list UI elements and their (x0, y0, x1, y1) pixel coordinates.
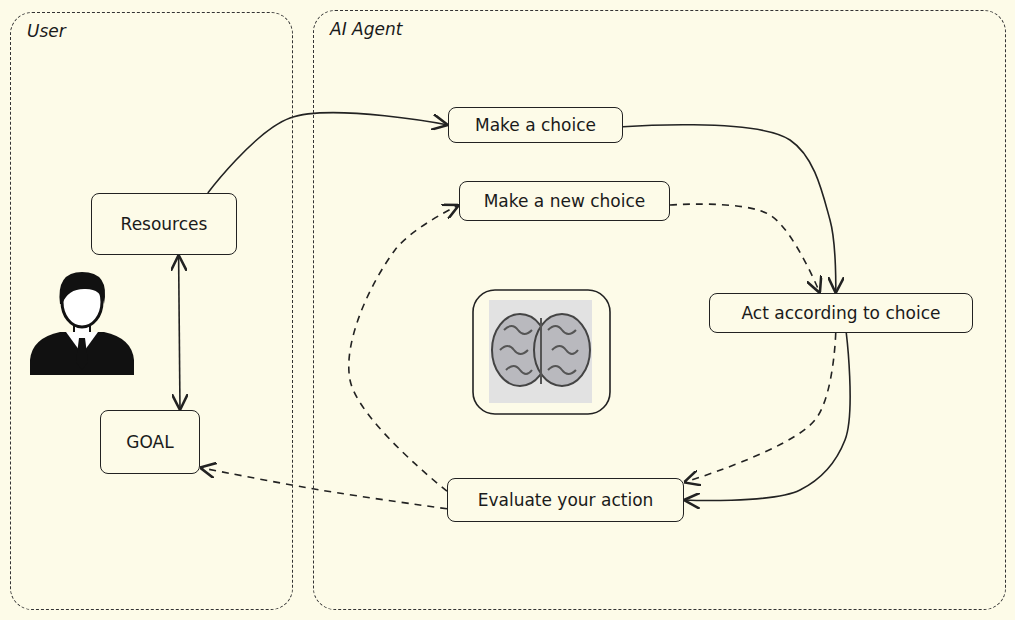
flow-arrow (349, 205, 459, 491)
box-label: GOAL (126, 432, 173, 452)
box-label: Make a new choice (484, 191, 646, 211)
flow-arrow (179, 255, 180, 410)
flow-arrow (208, 113, 448, 193)
flow-arrow (684, 333, 850, 501)
flow-arrow (684, 333, 836, 482)
process-box: GOAL (100, 410, 200, 474)
person-icon (30, 272, 134, 375)
box-label: Resources (121, 214, 208, 234)
flow-arrow (200, 468, 447, 509)
process-box: Make a choice (448, 107, 623, 143)
process-box: Evaluate your action (447, 478, 684, 522)
process-box: Resources (91, 193, 237, 255)
group-label: User (27, 21, 66, 41)
process-box: Make a new choice (459, 181, 670, 221)
process-box: Act according to choice (709, 293, 973, 333)
group-region: UserResourcesGOAL (10, 12, 293, 610)
group-region: AI AgentMake a choiceMake a new choiceAc… (313, 10, 1006, 610)
box-label: Make a choice (475, 115, 596, 135)
box-label: Act according to choice (742, 303, 941, 323)
flow-arrow (670, 204, 820, 293)
brain-picture (473, 290, 610, 414)
group-label: AI Agent (330, 19, 402, 39)
box-label: Evaluate your action (478, 490, 654, 510)
